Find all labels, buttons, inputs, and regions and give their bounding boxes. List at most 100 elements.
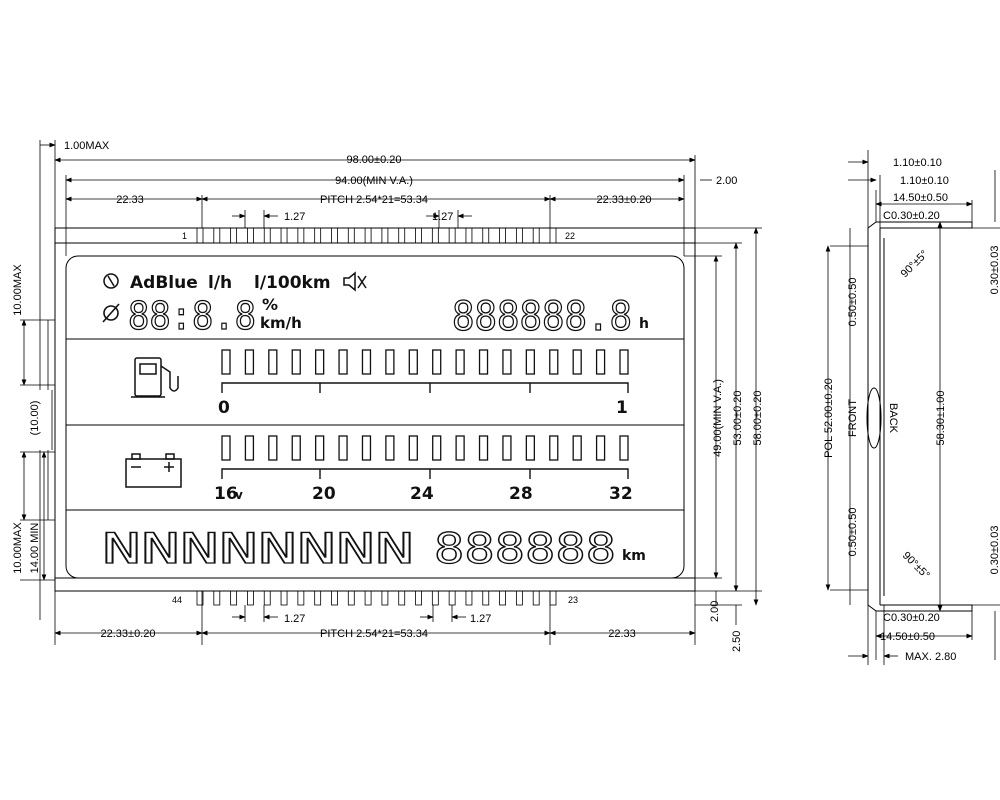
pin-top — [280, 227, 288, 244]
dim-bottom-margin-b: 2.50 — [731, 631, 743, 652]
dim-pitch-top: PITCH 2.54*21=53.34 — [320, 194, 428, 206]
odometer-unit: km — [622, 548, 646, 564]
battery-scale-24: 24 — [410, 484, 434, 504]
dim-mid-height: 53.00±0.20 — [732, 391, 744, 446]
pin-top — [230, 227, 238, 244]
dim-max-thickness: 1.00MAX — [64, 140, 110, 152]
warning-icon-line — [107, 275, 115, 287]
pin-bottom — [280, 590, 288, 606]
pin-bottom — [196, 590, 204, 606]
front-view — [54, 227, 696, 592]
battery-bar-segment — [502, 435, 512, 461]
warning-icon — [103, 273, 119, 289]
fuel-bar-segment — [361, 349, 372, 375]
pin-top — [263, 227, 271, 244]
dim-pin-spacing-bottom-left: 1.27 — [284, 613, 305, 625]
pin-bottom — [499, 590, 506, 606]
viewing-area — [65, 255, 685, 579]
pin-bottom — [297, 590, 305, 606]
pin-label-44: 44 — [172, 595, 182, 605]
dim-right-offset-top: 22.33±0.20 — [597, 194, 652, 206]
pin-top — [314, 227, 322, 244]
pin-bottom — [347, 590, 355, 606]
side-right-bottom: 0.30±0.03 — [989, 526, 1000, 575]
pin-top — [196, 227, 204, 244]
odometer-alpha-digits: NNNNNNNN — [102, 524, 414, 573]
battery-scale-32: 32 — [609, 484, 633, 504]
kmh-unit: km/h — [260, 314, 302, 332]
dim-right-margin: 2.00 — [716, 175, 737, 187]
battery-bar-segment — [595, 435, 606, 461]
battery-bar-segment — [619, 435, 629, 461]
side-corner-top: C0.30±0.20 — [883, 210, 940, 222]
battery-icon — [125, 453, 182, 488]
pin-bottom — [398, 590, 406, 606]
fuel-bar-segment — [268, 349, 278, 375]
fuel-bar-segment — [338, 349, 348, 375]
battery-scale-16: 16 — [214, 484, 238, 504]
battery-bar-segment — [455, 435, 465, 461]
hours-unit: h — [639, 316, 649, 332]
side-pol-bottom: 0.50±0.50 — [847, 508, 859, 557]
fuel-bar-segment — [502, 349, 512, 375]
pin-row-top — [196, 227, 557, 244]
fuel-bar-segment — [619, 349, 629, 375]
front-dimension-lines — [20, 140, 762, 645]
side-angle-bottom: 90°±5° — [900, 550, 932, 582]
side-depth-top: 14.50±0.50 — [893, 192, 948, 204]
battery-bar-segment — [525, 435, 536, 461]
side-max-depth: MAX. 2.80 — [905, 651, 956, 663]
side-angle-top: 90°±5° — [899, 248, 931, 280]
dim-left-offset-bottom: 22.33±0.20 — [101, 628, 156, 640]
dim-pin-spacing-bottom-right: 1.27 — [470, 613, 491, 625]
lcd-row-1: AdBlue l/h l/100km — [103, 271, 367, 293]
dim-left-offset-top: 22.33 — [116, 194, 144, 206]
pin-top — [364, 227, 372, 244]
side-depth-bottom: 14.50±0.50 — [880, 631, 935, 643]
fuel-scale-0: 0 — [218, 398, 230, 418]
fuel-scale-bracket — [221, 382, 629, 393]
fuel-bar-segment — [478, 349, 489, 375]
battery-bar-segment — [221, 435, 231, 461]
fuel-bar-segment — [549, 349, 559, 375]
pin-label-1: 1 — [182, 231, 187, 241]
lcd-row-2: 88:8.8 % km/h 888888.8 h — [102, 293, 649, 341]
side-thick-b: 1.10±0.10 — [900, 175, 949, 187]
odometer-digits: 888888 — [434, 524, 616, 573]
dim-pin-spacing-top-left: 1.27 — [284, 211, 305, 223]
lh-label: l/h — [208, 273, 232, 293]
pin-bottom — [364, 590, 372, 606]
pin-top — [465, 227, 473, 244]
fuel-section: 0 1 — [131, 349, 629, 418]
fuel-scale-1: 1 — [616, 398, 628, 418]
battery-bar-segment — [314, 435, 325, 461]
fuel-bar-segment — [455, 349, 465, 375]
pin-top — [381, 227, 389, 244]
battery-scale-bracket — [221, 468, 629, 479]
pin-bottom — [482, 590, 490, 606]
side-pol-top: 0.50±0.50 — [847, 278, 859, 327]
pin-bottom — [314, 590, 322, 606]
fuel-bar-segment — [408, 349, 418, 375]
fuel-bar-segment — [291, 349, 301, 375]
pin-top — [247, 227, 254, 244]
l100km-label: l/100km — [254, 273, 331, 293]
percent-unit: % — [262, 295, 278, 314]
side-corner-bottom: C0.30±0.20 — [883, 612, 940, 624]
pin-bottom — [465, 590, 473, 606]
side-thick-a: 1.10±0.10 — [893, 157, 942, 169]
pin-top — [515, 227, 523, 244]
battery-bar-segment — [338, 435, 348, 461]
pin-bottom — [448, 590, 456, 606]
pin-label-23: 23 — [568, 595, 578, 605]
fuel-bar-segment — [525, 349, 536, 375]
pin-bottom — [381, 590, 389, 606]
pin-bottom — [415, 590, 422, 606]
side-front-label: FRONT — [847, 399, 859, 437]
fuel-bar-segment — [595, 349, 606, 375]
dim-right-offset-bottom: 22.33 — [608, 628, 636, 640]
dim-bottom-margin-a: 2.00 — [709, 601, 721, 622]
battery-bar-segment — [572, 435, 582, 461]
dim-overall-width: 98.00±0.20 — [347, 154, 402, 166]
